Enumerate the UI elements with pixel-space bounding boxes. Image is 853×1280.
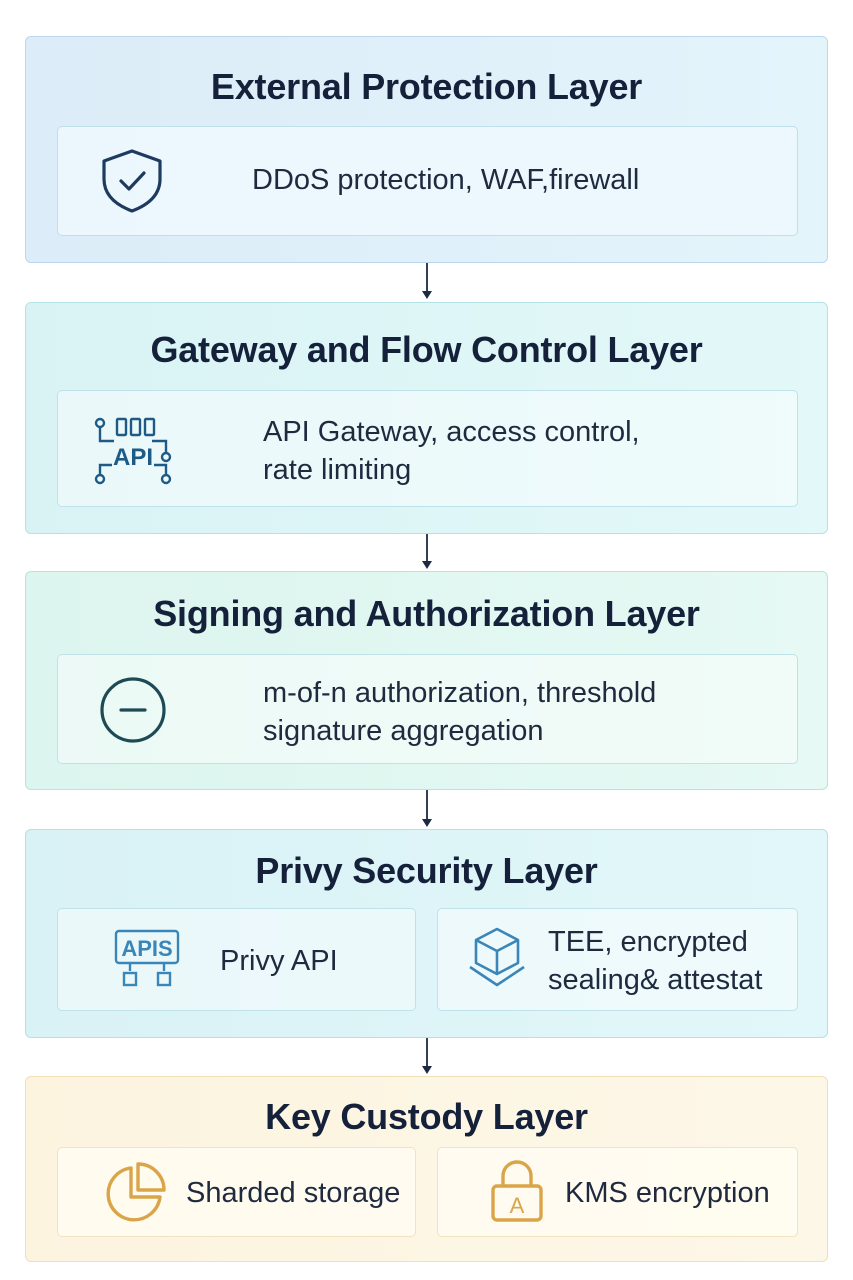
tee-card: TEE, encrypted sealing& attestat <box>437 908 798 1011</box>
svg-text:A: A <box>510 1193 525 1218</box>
layer-title: External Protection Layer <box>210 66 643 107</box>
pie-chart-icon <box>106 1162 166 1222</box>
flow-arrow <box>422 790 432 827</box>
api-gateway-icon: API <box>94 417 172 485</box>
apis-icon: APIS <box>114 929 180 987</box>
external-protection-layer: External Protection Layer DDoS protectio… <box>25 36 828 263</box>
gateway-flow-control-layer: Gateway and Flow Control Layer API <box>25 302 828 534</box>
svg-text:APIS: APIS <box>121 936 172 961</box>
kms-encryption-card: A KMS encryption <box>437 1147 798 1237</box>
flow-arrow <box>422 263 432 299</box>
flow-arrow <box>422 534 432 569</box>
cube-icon <box>469 927 525 987</box>
card-text: m-of-n authorization, threshold signatur… <box>263 677 657 747</box>
signing-card: m-of-n authorization, threshold signatur… <box>57 654 798 764</box>
privy-security-layer: Privy Security Layer APIS Privy API <box>25 829 828 1038</box>
card-text: DDoS protection, WAF,firewall <box>252 164 640 196</box>
flow-arrow <box>422 1038 432 1074</box>
layer-title: Key Custody Layer <box>265 1096 588 1137</box>
privy-api-card: APIS Privy API <box>57 908 416 1011</box>
signing-authorization-layer: Signing and Authorization Layer m-of-n a… <box>25 571 828 790</box>
card-text: Sharded storage <box>186 1177 401 1209</box>
card-text: API Gateway, access control, rate limiti… <box>263 416 640 486</box>
shield-check-icon <box>102 149 162 213</box>
key-custody-layer: Key Custody Layer Sharded storage A KMS … <box>25 1076 828 1262</box>
sharded-storage-card: Sharded storage <box>57 1147 416 1237</box>
svg-text:API: API <box>113 444 153 471</box>
layer-title: Privy Security Layer <box>255 850 598 891</box>
minus-circle-icon <box>100 677 166 743</box>
external-protection-card: DDoS protection, WAF,firewall <box>57 126 798 236</box>
layer-title: Gateway and Flow Control Layer <box>150 329 703 370</box>
card-text: TEE, encrypted sealing& attestat <box>548 926 763 996</box>
gateway-card: API API Gateway, access control, rate li… <box>57 390 798 507</box>
padlock-icon: A <box>491 1160 543 1222</box>
card-text: KMS encryption <box>565 1177 770 1209</box>
card-text: Privy API <box>220 945 338 977</box>
layer-title: Signing and Authorization Layer <box>153 593 700 634</box>
